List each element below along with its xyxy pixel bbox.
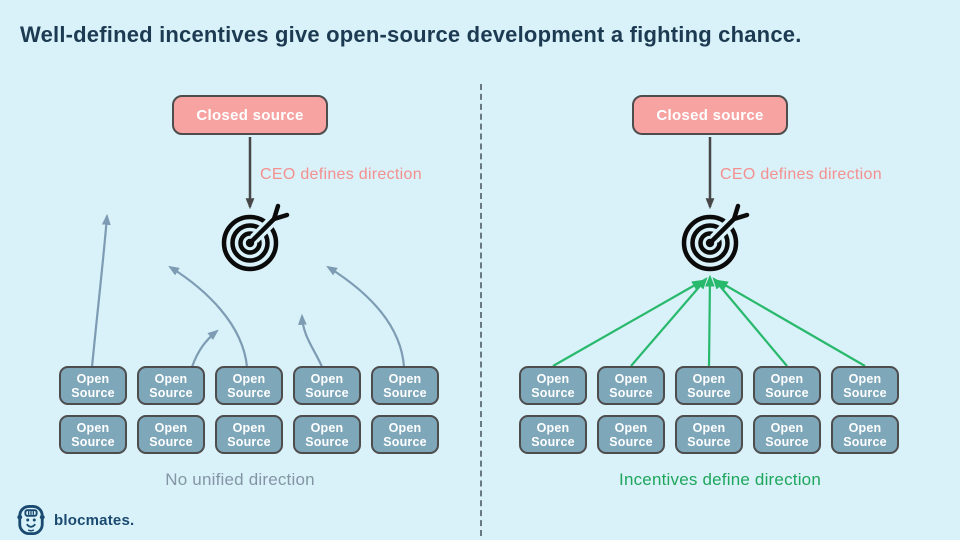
target-dart-icon-left <box>224 206 287 269</box>
scatter-arrow-4 <box>298 313 324 368</box>
panel-divider <box>480 84 482 536</box>
open-source-box: Open Source <box>59 415 127 454</box>
brand-name: blocmates. <box>54 511 135 529</box>
scatter-arrows <box>90 213 406 368</box>
open-source-box: Open Source <box>293 415 361 454</box>
caption-incentives-define-direction: Incentives define direction <box>619 470 821 489</box>
open-source-box: Open Source <box>371 366 439 405</box>
scatter-arrow-2 <box>190 329 219 368</box>
scatter-arrow-5 <box>326 265 406 368</box>
gorilla-mascot-icon <box>17 505 45 535</box>
incentive-lines <box>552 274 866 367</box>
incentive-line-5 <box>715 279 866 367</box>
blocmates-logo: blocmates. <box>16 504 134 536</box>
open-source-box: Open Source <box>675 415 743 454</box>
incentive-line-4 <box>712 277 788 367</box>
open-source-box: Open Source <box>137 415 205 454</box>
open-source-row-right-2: Open Source Open Source Open Source Open… <box>519 415 899 454</box>
open-source-box: Open Source <box>519 366 587 405</box>
open-source-box: Open Source <box>831 415 899 454</box>
open-source-box: Open Source <box>293 366 361 405</box>
open-source-box: Open Source <box>371 415 439 454</box>
scatter-arrow-3 <box>168 265 249 368</box>
open-source-box: Open Source <box>137 366 205 405</box>
page-title: Well-defined incentives give open-source… <box>20 22 802 47</box>
scatter-arrow-1 <box>90 213 111 368</box>
open-source-box: Open Source <box>215 415 283 454</box>
incentive-line-2 <box>630 277 708 367</box>
open-source-box: Open Source <box>215 366 283 405</box>
ceo-direction-label-left: CEO defines direction <box>260 166 422 183</box>
closed-source-box-right: Closed source <box>632 95 788 135</box>
open-source-box: Open Source <box>597 366 665 405</box>
incentive-line-3 <box>705 274 715 367</box>
ceo-direction-label-right: CEO defines direction <box>720 166 882 183</box>
open-source-box: Open Source <box>59 366 127 405</box>
open-source-box: Open Source <box>519 415 587 454</box>
closed-source-box-left: Closed source <box>172 95 328 135</box>
caption-no-unified-direction: No unified direction <box>165 470 315 489</box>
open-source-row-left-1: Open Source Open Source Open Source Open… <box>59 366 439 405</box>
open-source-box: Open Source <box>753 366 821 405</box>
open-source-box: Open Source <box>675 366 743 405</box>
open-source-box: Open Source <box>597 415 665 454</box>
open-source-row-right-1: Open Source Open Source Open Source Open… <box>519 366 899 405</box>
incentive-line-1 <box>552 279 705 367</box>
open-source-row-left-2: Open Source Open Source Open Source Open… <box>59 415 439 454</box>
open-source-box: Open Source <box>753 415 821 454</box>
target-dart-icon-right <box>684 206 747 269</box>
open-source-box: Open Source <box>831 366 899 405</box>
